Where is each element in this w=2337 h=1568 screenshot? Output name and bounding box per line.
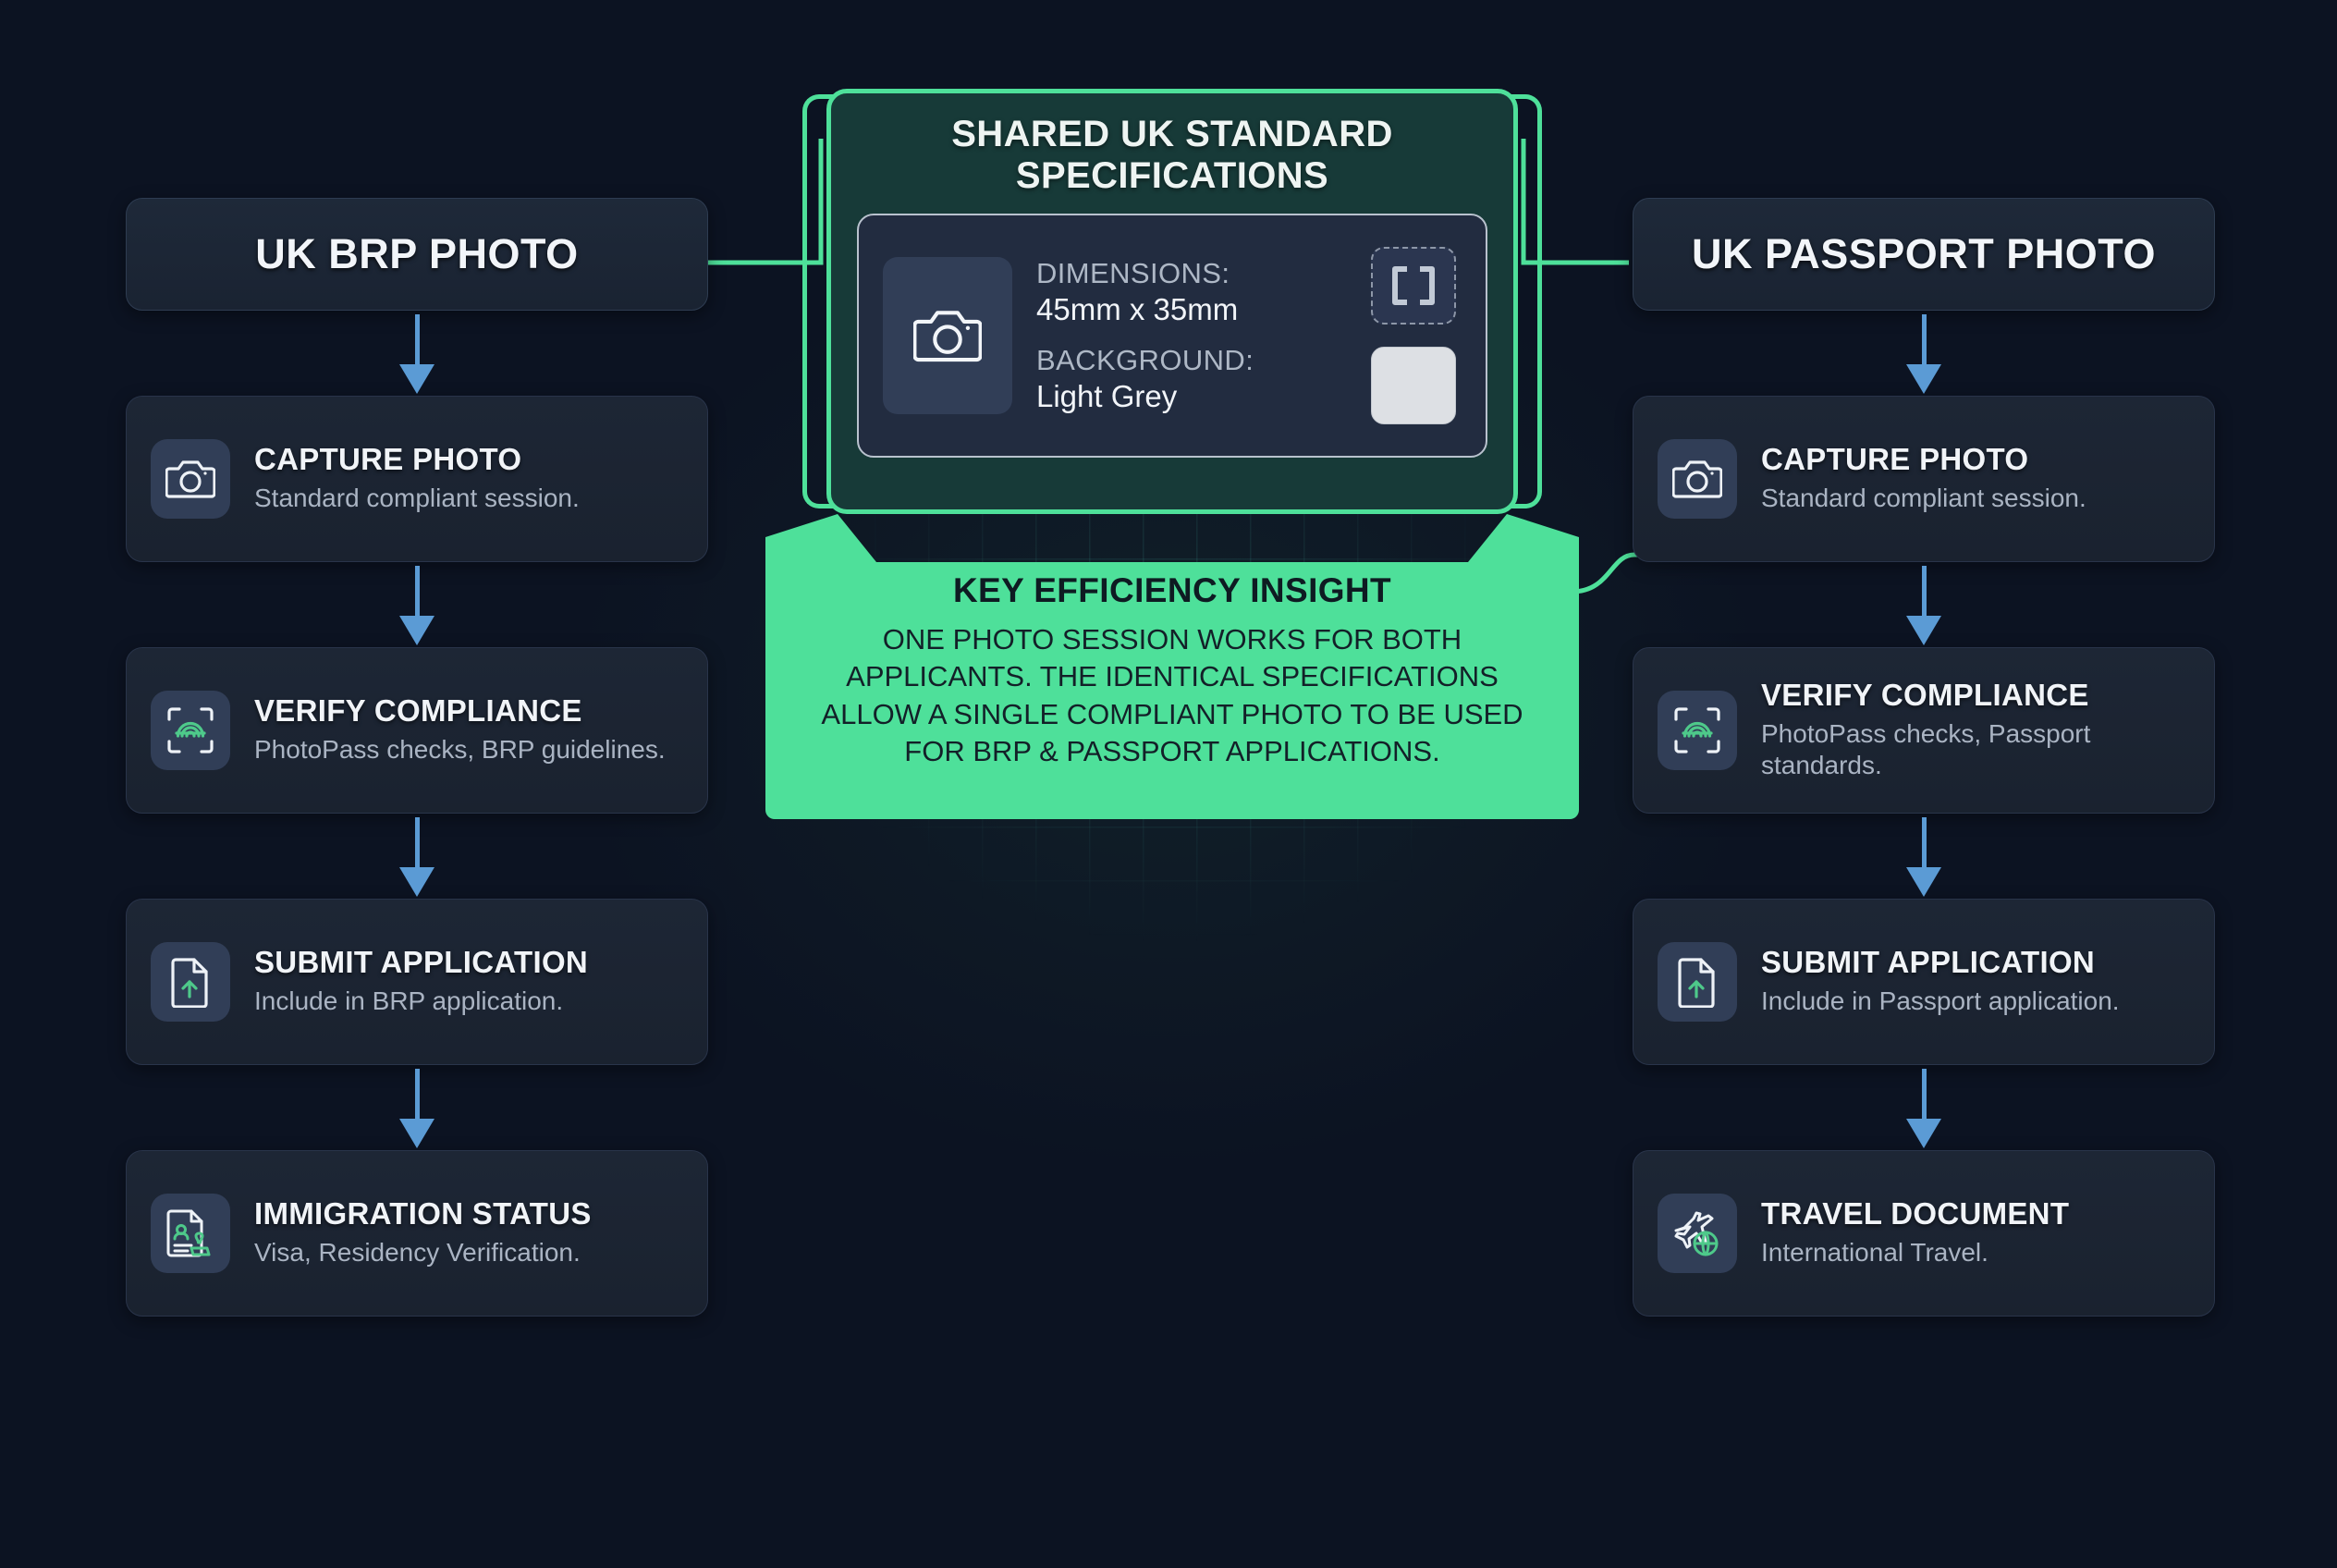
- flow-arrow: [126, 1065, 708, 1150]
- step-text: CAPTURE PHOTO Standard compliant session…: [1761, 442, 2190, 514]
- brp-step-submit-application[interactable]: SUBMIT APPLICATION Include in BRP applic…: [126, 899, 708, 1065]
- step-title: CAPTURE PHOTO: [254, 442, 522, 477]
- arrow-shaft: [1921, 817, 1927, 875]
- callout-body: ONE PHOTO SESSION WORKS FOR BOTH APPLICA…: [821, 623, 1523, 767]
- flow-arrow: [126, 814, 708, 899]
- brp-header-card[interactable]: UK BRP PHOTO: [126, 198, 708, 311]
- step-text: SUBMIT APPLICATION Include in BRP applic…: [254, 945, 683, 1017]
- spec-rows: DIMENSIONS: 45mm x 35mm BACKGROUND: Ligh…: [1036, 257, 1341, 414]
- brp-step-immigration-status[interactable]: IMMIGRATION STATUS Visa, Residency Verif…: [126, 1150, 708, 1317]
- step-title: SUBMIT APPLICATION: [1761, 945, 2096, 980]
- step-description: Standard compliant session.: [254, 484, 580, 513]
- step-text: VERIFY COMPLIANCE PhotoPass checks, Pass…: [1761, 678, 2190, 781]
- flow-arrow: [1633, 1065, 2215, 1150]
- arrow-head: [1906, 616, 1941, 645]
- document-upload-icon: [151, 942, 230, 1022]
- step-title: IMMIGRATION STATUS: [254, 1196, 592, 1231]
- shared-specifications-panel: SHARED UK STANDARD SPECIFICATIONS DIMENS…: [802, 89, 1542, 514]
- step-title: SUBMIT APPLICATION: [254, 945, 589, 980]
- arrow-head: [399, 867, 434, 897]
- passport-step-capture-photo[interactable]: CAPTURE PHOTO Standard compliant session…: [1633, 396, 2215, 562]
- bracket-right-decoration: [1496, 94, 1542, 508]
- arrow-head: [1906, 364, 1941, 394]
- spec-label: BACKGROUND:: [1036, 344, 1254, 377]
- step-title: VERIFY COMPLIANCE: [1761, 678, 2089, 713]
- passport-flow-column: UK PASSPORT PHOTO CAPTURE PHOTO Standard…: [1633, 198, 2215, 1317]
- passport-step-verify-compliance[interactable]: VERIFY COMPLIANCE PhotoPass checks, Pass…: [1633, 647, 2215, 814]
- step-text: TRAVEL DOCUMENT International Travel.: [1761, 1196, 2190, 1268]
- camera-icon: [1658, 439, 1737, 519]
- step-description: Include in Passport application.: [1761, 986, 2120, 1016]
- step-text: CAPTURE PHOTO Standard compliant session…: [254, 442, 683, 514]
- brp-header-title: UK BRP PHOTO: [255, 230, 579, 277]
- arrow-shaft: [414, 314, 420, 372]
- flow-arrow: [1633, 311, 2215, 396]
- step-description: PhotoPass checks, BRP guidelines.: [254, 735, 666, 765]
- spec-value: Light Grey: [1036, 379, 1178, 414]
- arrow-head: [399, 364, 434, 394]
- camera-icon: [151, 439, 230, 519]
- step-description: International Travel.: [1761, 1238, 1988, 1268]
- arrow-head: [1906, 1119, 1941, 1148]
- callout-title: KEY EFFICIENCY INSIGHT: [952, 571, 1392, 609]
- arrow-shaft: [414, 1069, 420, 1126]
- step-text: SUBMIT APPLICATION Include in Passport a…: [1761, 945, 2190, 1017]
- spec-badges: [1365, 247, 1462, 425]
- passport-step-submit-application[interactable]: SUBMIT APPLICATION Include in Passport a…: [1633, 899, 2215, 1065]
- step-title: CAPTURE PHOTO: [1761, 442, 2029, 477]
- spec-panel-title: SHARED UK STANDARD SPECIFICATIONS: [951, 114, 1393, 197]
- fingerprint-scan-icon: [151, 691, 230, 770]
- crop-brackets-icon: [1371, 247, 1456, 325]
- spec-row-dimensions: DIMENSIONS: 45mm x 35mm: [1036, 257, 1341, 327]
- id-stamp-icon: [151, 1194, 230, 1273]
- arrow-shaft: [1921, 314, 1927, 372]
- spec-label: DIMENSIONS:: [1036, 257, 1230, 290]
- arrow-shaft: [1921, 1069, 1927, 1126]
- step-description: PhotoPass checks, Passport standards.: [1761, 719, 2091, 780]
- passport-header-title: UK PASSPORT PHOTO: [1692, 230, 2156, 277]
- step-text: VERIFY COMPLIANCE PhotoPass checks, BRP …: [254, 693, 683, 766]
- spec-panel-body: SHARED UK STANDARD SPECIFICATIONS DIMENS…: [826, 89, 1518, 514]
- flow-arrow: [126, 311, 708, 396]
- passport-step-travel-document[interactable]: TRAVEL DOCUMENT International Travel.: [1633, 1150, 2215, 1317]
- flow-arrow: [126, 562, 708, 647]
- spec-detail-box: DIMENSIONS: 45mm x 35mm BACKGROUND: Ligh…: [857, 214, 1487, 459]
- document-upload-icon: [1658, 942, 1737, 1022]
- brp-step-capture-photo[interactable]: CAPTURE PHOTO Standard compliant session…: [126, 396, 708, 562]
- key-efficiency-callout: KEY EFFICIENCY INSIGHT ONE PHOTO SESSION…: [765, 514, 1579, 819]
- step-description: Include in BRP application.: [254, 986, 564, 1016]
- step-title: TRAVEL DOCUMENT: [1761, 1196, 2070, 1231]
- passport-header-card[interactable]: UK PASSPORT PHOTO: [1633, 198, 2215, 311]
- step-description: Standard compliant session.: [1761, 484, 2086, 513]
- arrow-shaft: [414, 817, 420, 875]
- camera-icon: [883, 257, 1012, 415]
- step-title: VERIFY COMPLIANCE: [254, 693, 582, 729]
- flow-arrow: [1633, 814, 2215, 899]
- flow-arrow: [1633, 562, 2215, 647]
- step-description: Visa, Residency Verification.: [254, 1238, 581, 1268]
- spec-value: 45mm x 35mm: [1036, 292, 1239, 327]
- arrow-shaft: [414, 566, 420, 623]
- fingerprint-scan-icon: [1658, 691, 1737, 770]
- arrow-head: [399, 1119, 434, 1148]
- step-text: IMMIGRATION STATUS Visa, Residency Verif…: [254, 1196, 683, 1268]
- bracket-left-decoration: [802, 94, 849, 508]
- brp-flow-column: UK BRP PHOTO CAPTURE PHOTO Standard comp…: [126, 198, 708, 1317]
- brp-step-verify-compliance[interactable]: VERIFY COMPLIANCE PhotoPass checks, BRP …: [126, 647, 708, 814]
- arrow-shaft: [1921, 566, 1927, 623]
- spec-row-background: BACKGROUND: Light Grey: [1036, 344, 1341, 414]
- light-grey-swatch: [1371, 347, 1456, 425]
- plane-globe-icon: [1658, 1194, 1737, 1273]
- arrow-head: [399, 616, 434, 645]
- arrow-head: [1906, 867, 1941, 897]
